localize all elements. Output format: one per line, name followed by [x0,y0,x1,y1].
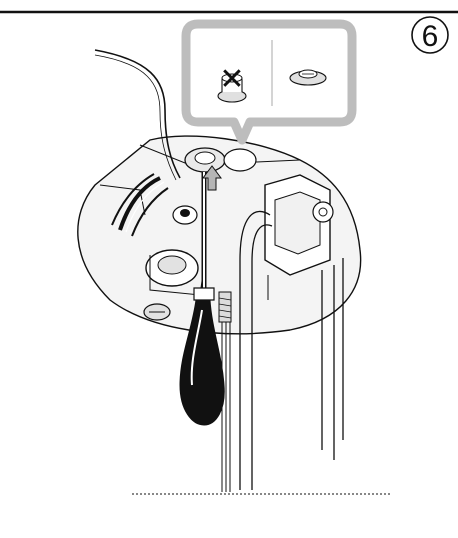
step-number-badge: 6 [411,16,449,54]
support-tubes [239,210,344,490]
power-cable [94,49,181,179]
wrong-screw-position-icon: ✕ [217,62,247,103]
mounting-bracket [264,174,334,276]
tighten-arrow-icon [202,165,222,191]
mounting-hub [145,205,206,296]
wire-bundle [111,173,169,237]
correct-screw-position-icon [289,69,327,86]
step-number: 6 [422,20,439,53]
screwdriver [179,172,225,426]
wrong-mark: ✕ [219,62,244,97]
plate-screw [143,303,171,321]
target-screw-hole [184,147,257,173]
threaded-rod [218,291,232,492]
callout-box: ✕ [181,19,357,145]
